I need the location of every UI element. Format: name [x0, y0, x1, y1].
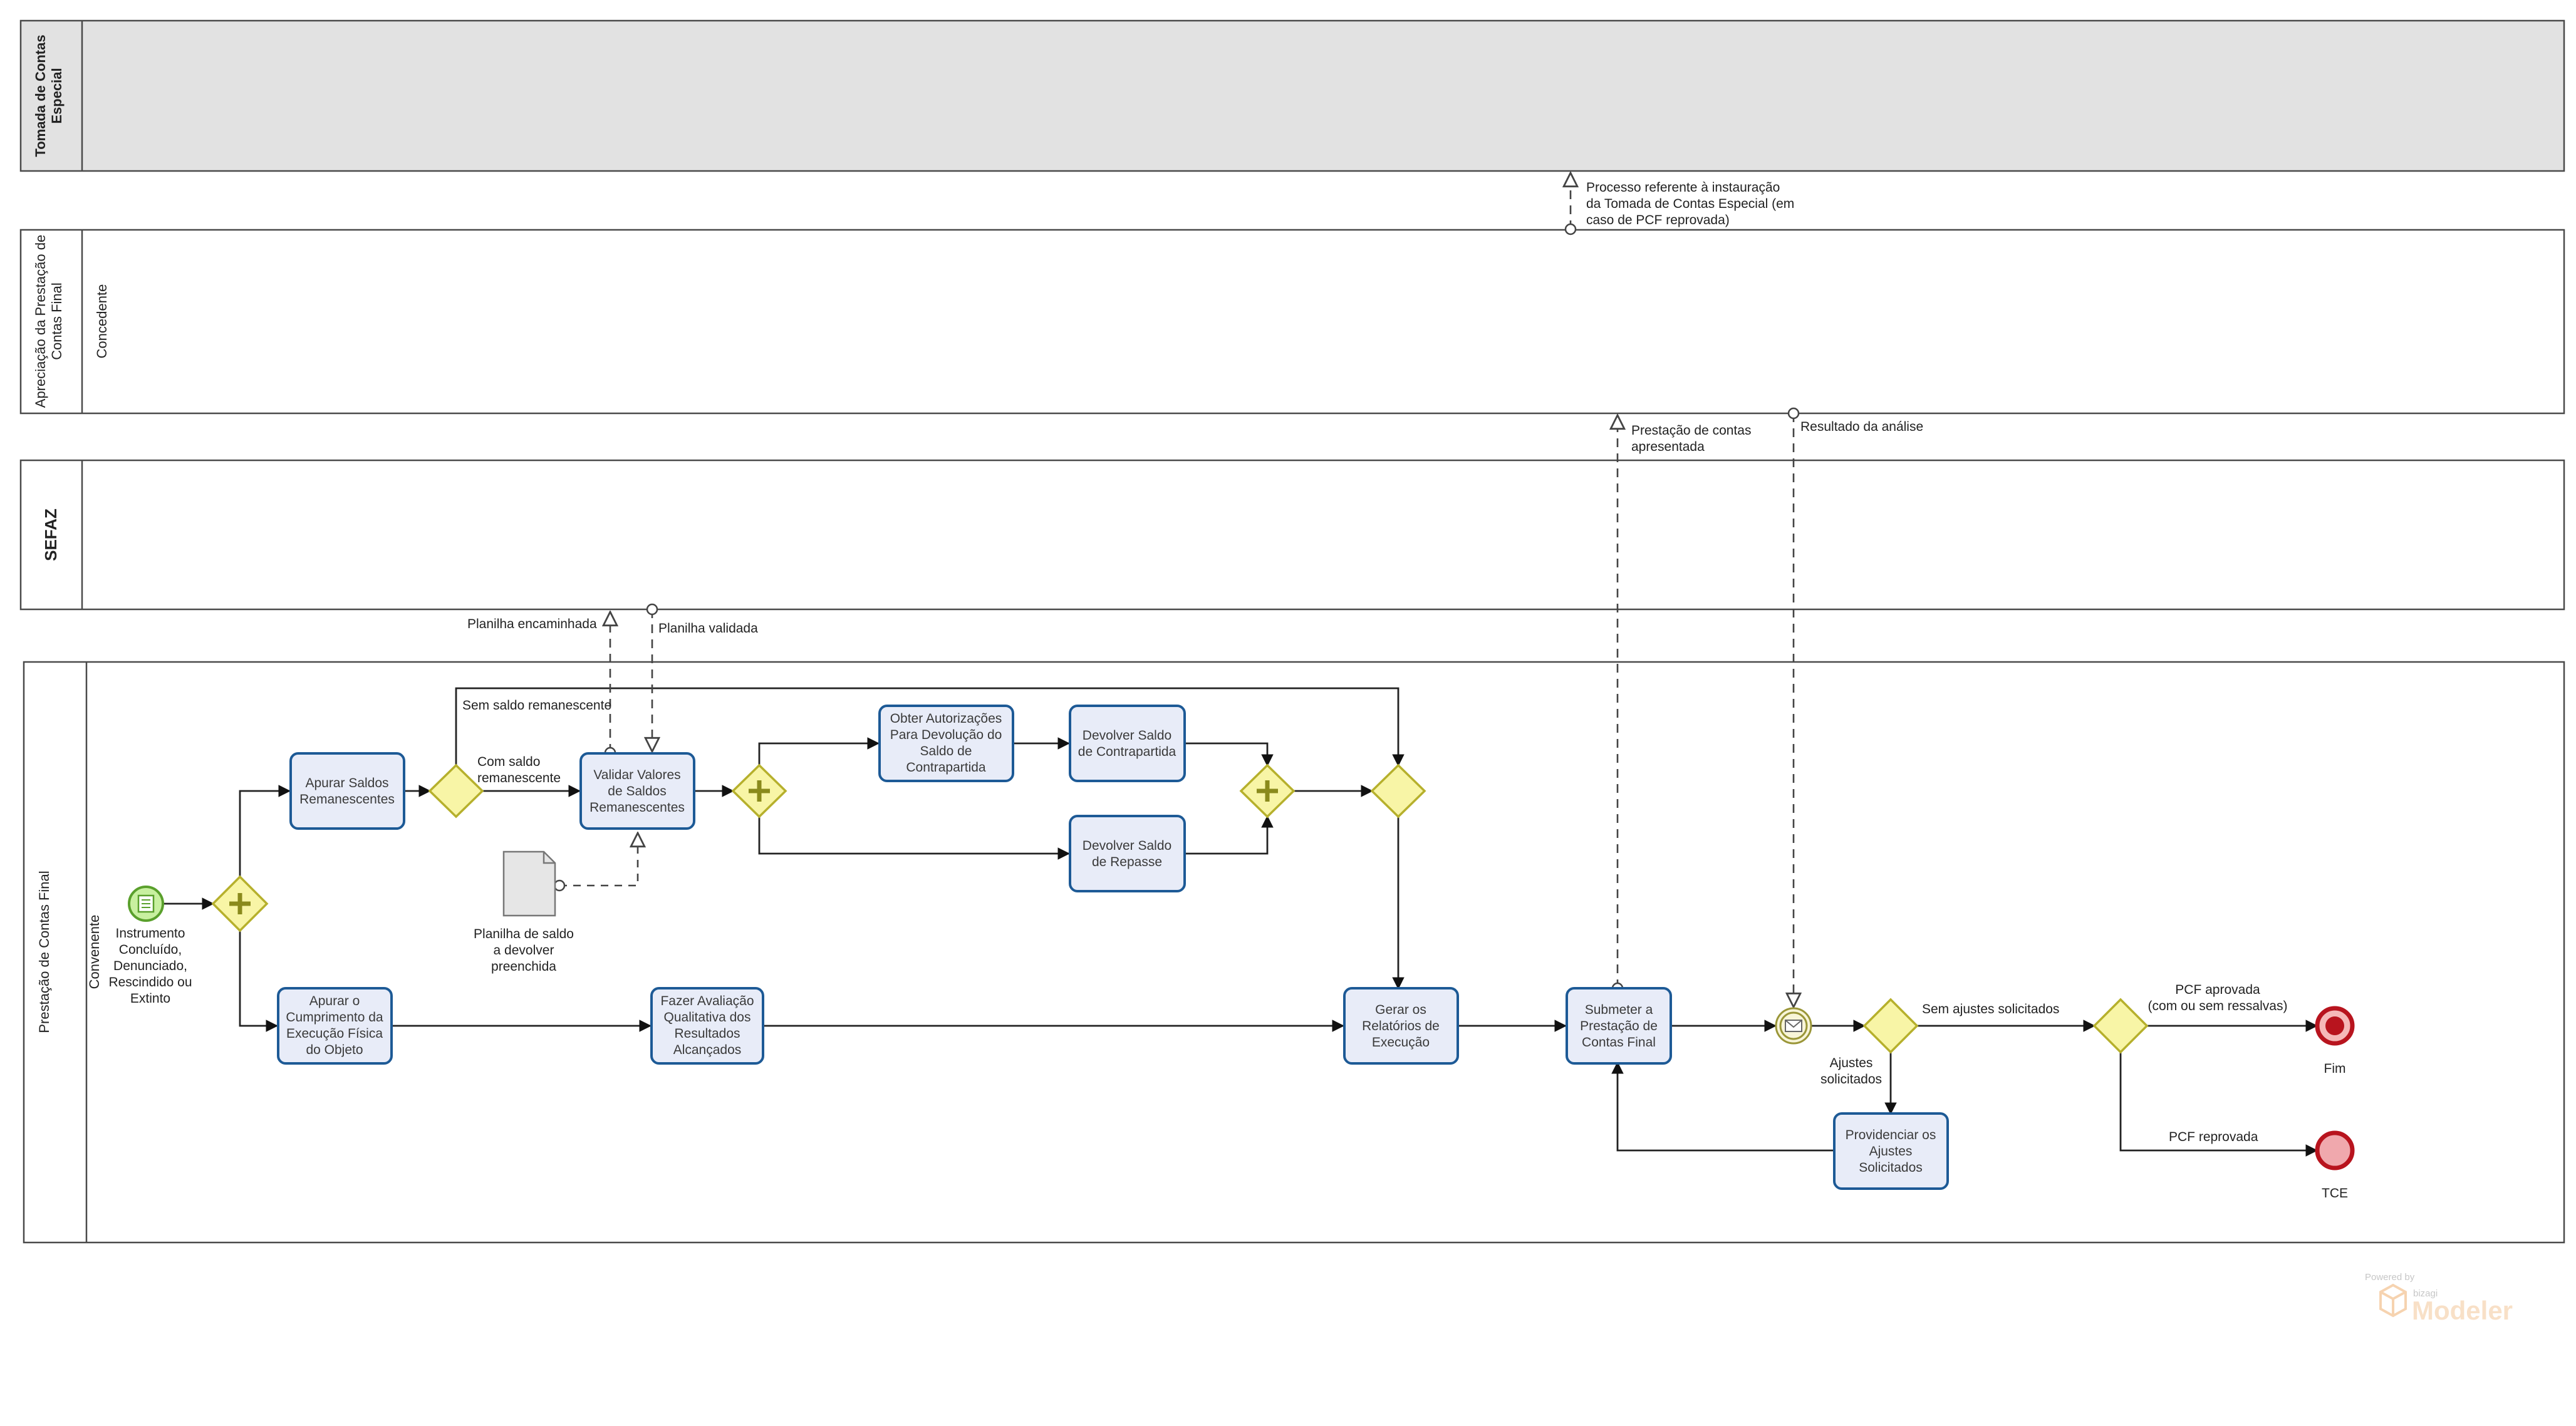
flow-fork-to-apurar-cumprimento[interactable]	[239, 931, 278, 1032]
bizagi-modeler-watermark: Powered by bizagi Modeler	[2365, 1272, 2513, 1325]
lane-label-convenente: Convenente	[86, 915, 102, 989]
end-event-tce[interactable]: TCE	[2315, 1130, 2355, 1201]
pool-sefaz[interactable]: SEFAZ	[19, 459, 2565, 611]
label-sem-saldo: Sem saldo remanescente	[462, 698, 611, 713]
label-pcf-aprovada: PCF aprovada(com ou sem ressalvas)	[2148, 983, 2288, 1013]
flow-fork-to-obter[interactable]	[758, 737, 880, 765]
message-flows	[553, 173, 1799, 1007]
svg-text:bizagi: bizagi	[2413, 1288, 2438, 1299]
exclusive-gateway-ajustes[interactable]	[1862, 998, 1919, 1054]
pool-label-tce: Tomada de ContasEspecial	[33, 34, 65, 157]
cube-logo-icon	[2379, 1283, 2407, 1318]
conditional-icon	[137, 894, 155, 913]
pool-apreciacao[interactable]: Apreciação da Prestação deContas Final C…	[19, 229, 2565, 415]
svg-text:TCE: TCE	[2322, 1186, 2348, 1201]
svg-text:Modeler: Modeler	[2412, 1296, 2513, 1325]
label-resultado-analise: Resultado da análise	[1800, 420, 1923, 434]
pool-label-prestacao: Prestação de Contas Final	[36, 871, 52, 1033]
parallel-gateway-devolucao-join[interactable]	[1239, 763, 1296, 819]
plus-icon	[229, 893, 251, 914]
label-planilha-encaminhada: Planilha encaminhada	[467, 617, 597, 631]
lane-label-concedente: Concedente	[94, 284, 110, 359]
svg-text:Fim: Fim	[2324, 1062, 2346, 1076]
plus-icon	[749, 780, 770, 802]
parallel-gateway-fork[interactable]	[211, 875, 269, 933]
parallel-gateway-devolucao-fork[interactable]	[731, 763, 787, 819]
flow-fork-to-apurar-saldos[interactable]	[239, 785, 291, 877]
flow-contrapartida-to-join[interactable]	[1185, 742, 1274, 767]
sequence-flows	[164, 687, 2318, 1157]
exclusive-gateway-merge[interactable]	[1370, 763, 1426, 819]
flow-fork-to-repasse[interactable]	[758, 817, 1070, 860]
plus-icon	[1257, 780, 1278, 802]
end-event-fim[interactable]: Fim	[2315, 1006, 2355, 1076]
label-pcf-reprovada: PCF reprovada	[2169, 1130, 2258, 1144]
pool-label-sefaz: SEFAZ	[41, 509, 60, 561]
label-planilha-validada: Planilha validada	[658, 621, 758, 636]
label-sem-ajustes: Sem ajustes solicitados	[1922, 1002, 2059, 1016]
flow-sem-saldo[interactable]	[455, 687, 1405, 767]
flow-pcf-reprovada[interactable]	[2119, 1052, 2318, 1157]
association-planilha-to-validar[interactable]	[559, 833, 638, 887]
exclusive-gateway-pcf[interactable]	[2092, 998, 2149, 1054]
flow-providenciar-to-submeter[interactable]	[1611, 1062, 1833, 1152]
intermediate-message-event[interactable]	[1775, 1007, 1812, 1045]
svg-text:Powered by: Powered by	[2365, 1272, 2415, 1283]
pool-label-apreciacao: Apreciação da Prestação deContas Final	[33, 235, 65, 408]
exclusive-gateway-saldo[interactable]	[428, 763, 484, 819]
pool-prestacao-de-contas-final[interactable]: Prestação de Contas Final Convenente	[23, 661, 2565, 1244]
pool-tomada-de-contas-especial[interactable]: Tomada de ContasEspecial	[19, 19, 2565, 172]
flow-repasse-to-join[interactable]	[1185, 815, 1274, 855]
